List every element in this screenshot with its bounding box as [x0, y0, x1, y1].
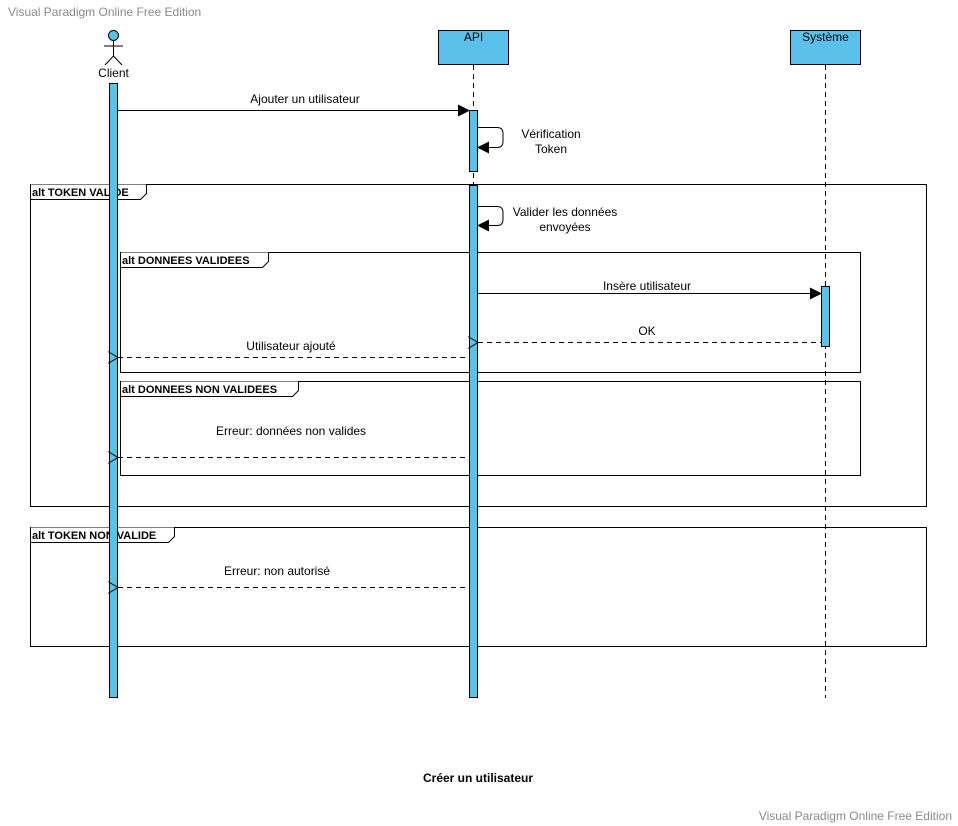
message-erreur-donnees: Erreur: données non valides [118, 424, 469, 458]
watermark-top: Visual Paradigm Online Free Edition [8, 5, 202, 19]
message-verification-label-2: Token [535, 142, 567, 156]
message-erreur-auth-label: Erreur: non autorisé [224, 564, 330, 578]
fragment-donnees-non-validees: alt DONNEES NON VALIDEES [120, 381, 861, 476]
fragment-donnees-validees: alt DONNEES VALIDEES [120, 252, 861, 373]
message-insere-utilisateur: Insère utilisateur [478, 279, 822, 300]
fragment-token-non-valide: alt TOKEN NON VALIDE [30, 527, 927, 647]
message-erreur-autorisation: Erreur: non autorisé [118, 564, 469, 588]
message-valider-donnees: Valider les données envoyées [477, 205, 618, 234]
activation-api-verification [469, 110, 478, 172]
participant-client-label: Client [98, 66, 129, 80]
activation-system [821, 286, 830, 347]
fragment-label-token-non-valide: alt TOKEN NON VALIDE [32, 530, 156, 542]
message-verification-token: Vérification Token [477, 127, 581, 156]
diagram-title: Créer un utilisateur [423, 771, 533, 785]
watermark-bottom: Visual Paradigm Online Free Edition [758, 809, 952, 823]
message-valider-label-1: Valider les données [513, 205, 618, 219]
message-ok-label: OK [638, 324, 655, 338]
message-ajouter-utilisateur: Ajouter un utilisateur [118, 92, 470, 117]
message-insere-label: Insère utilisateur [603, 279, 691, 293]
actor-client: Client [98, 30, 130, 80]
fragment-label-donnees-non-validees: alt DONNEES NON VALIDEES [122, 384, 277, 396]
message-ajoute-label: Utilisateur ajouté [246, 339, 336, 353]
activation-client [109, 83, 118, 698]
participant-system-label: Système [802, 30, 849, 44]
activation-api-main [469, 185, 478, 698]
participant-system: Système [790, 30, 861, 65]
participant-api-label: API [464, 30, 483, 44]
message-erreur-donnees-label: Erreur: données non valides [216, 424, 366, 438]
participant-api: API [438, 30, 509, 65]
message-ajouter-label: Ajouter un utilisateur [250, 92, 359, 106]
message-verification-label-1: Vérification [521, 127, 580, 141]
fragment-label-donnees-validees: alt DONNEES VALIDEES [122, 255, 250, 267]
message-ok: OK [478, 324, 821, 343]
fragment-label-token-valide: alt TOKEN VALIDE [32, 187, 129, 199]
message-utilisateur-ajoute: Utilisateur ajouté [118, 339, 469, 358]
message-valider-label-2: envoyées [539, 220, 590, 234]
